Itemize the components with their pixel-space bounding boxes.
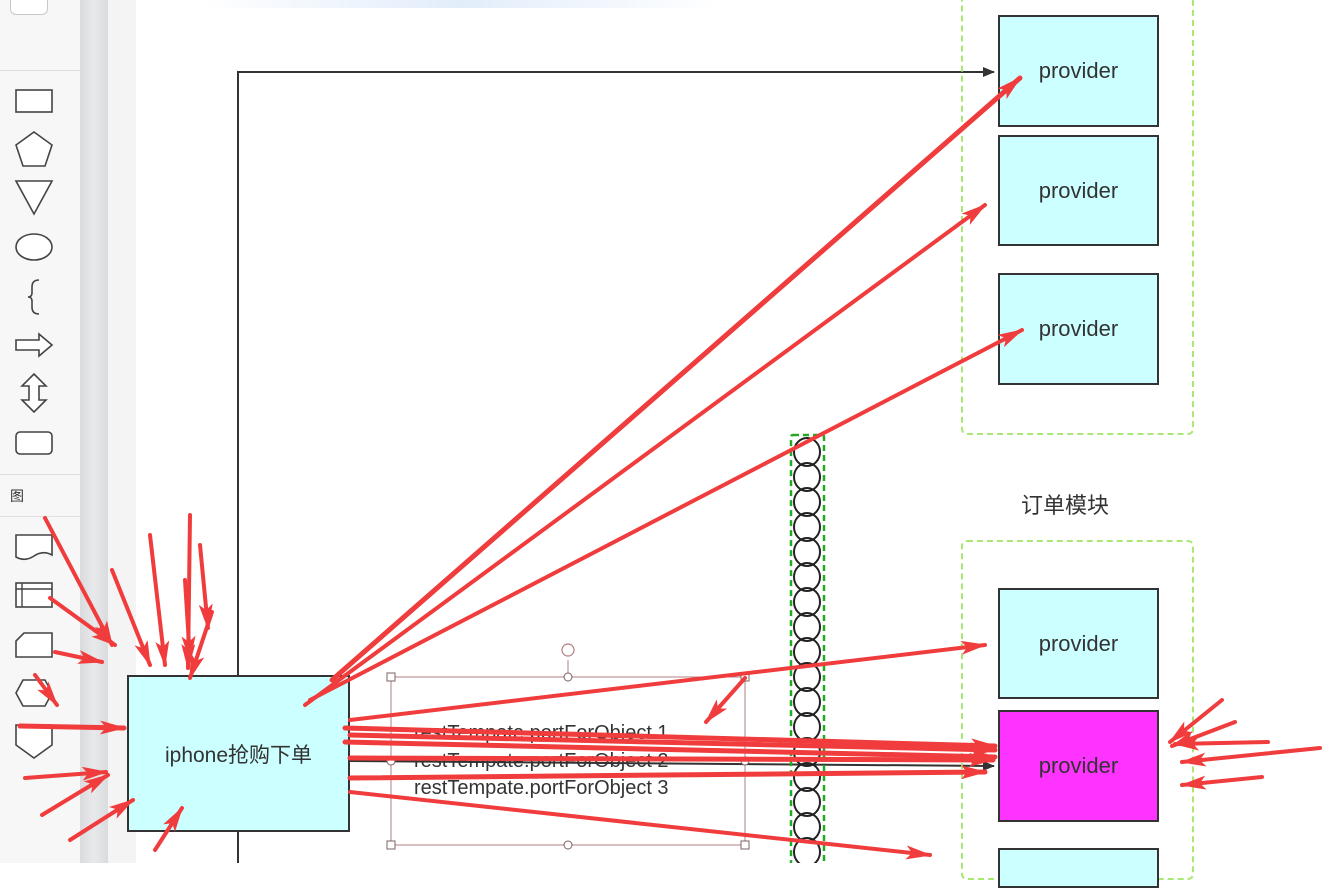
provider-node[interactable]: provider bbox=[998, 273, 1159, 385]
provider-node[interactable]: provider bbox=[998, 588, 1159, 699]
call-label: restTempate.portForObject 1 bbox=[414, 722, 669, 744]
panel-splitter[interactable] bbox=[80, 0, 108, 863]
provider-node-partial[interactable] bbox=[998, 848, 1159, 888]
call-label: restTempate.portForObject 2 bbox=[414, 750, 669, 772]
document-shape-icon[interactable] bbox=[10, 526, 58, 568]
provider-node-highlighted[interactable]: provider bbox=[998, 710, 1159, 822]
shape-section-label: 图 bbox=[10, 489, 24, 505]
call-label: restTempate.portForObject 3 bbox=[414, 777, 669, 799]
right-arrow-shape-icon[interactable] bbox=[10, 324, 58, 366]
ellipse-shape-icon[interactable] bbox=[10, 226, 58, 268]
shape-panel: 图 bbox=[0, 0, 81, 863]
provider-node[interactable]: provider bbox=[998, 135, 1159, 246]
module-label: 订单模块 bbox=[1021, 494, 1110, 519]
panel-divider bbox=[0, 516, 80, 517]
pentagon-shape-icon[interactable] bbox=[10, 128, 58, 170]
rounded-rectangle-shape-icon[interactable] bbox=[10, 422, 58, 464]
watermark-band bbox=[200, 0, 720, 8]
rectangle-shape-icon[interactable] bbox=[10, 80, 58, 122]
provider-node[interactable]: provider bbox=[998, 15, 1159, 127]
iphone-order-node[interactable]: iphone抢购下单 bbox=[127, 675, 350, 832]
up-down-arrow-shape-icon[interactable] bbox=[10, 372, 58, 414]
panel-divider bbox=[0, 70, 80, 71]
search-icon[interactable] bbox=[10, 0, 48, 15]
hexagon-shape-icon[interactable] bbox=[10, 672, 58, 714]
internal-storage-shape-icon[interactable] bbox=[10, 574, 58, 616]
card-shape-icon[interactable] bbox=[10, 624, 58, 666]
panel-divider bbox=[0, 474, 80, 475]
brace-shape-icon[interactable] bbox=[10, 276, 58, 318]
off-page-connector-shape-icon[interactable] bbox=[10, 720, 58, 762]
triangle-down-shape-icon[interactable] bbox=[10, 176, 58, 218]
